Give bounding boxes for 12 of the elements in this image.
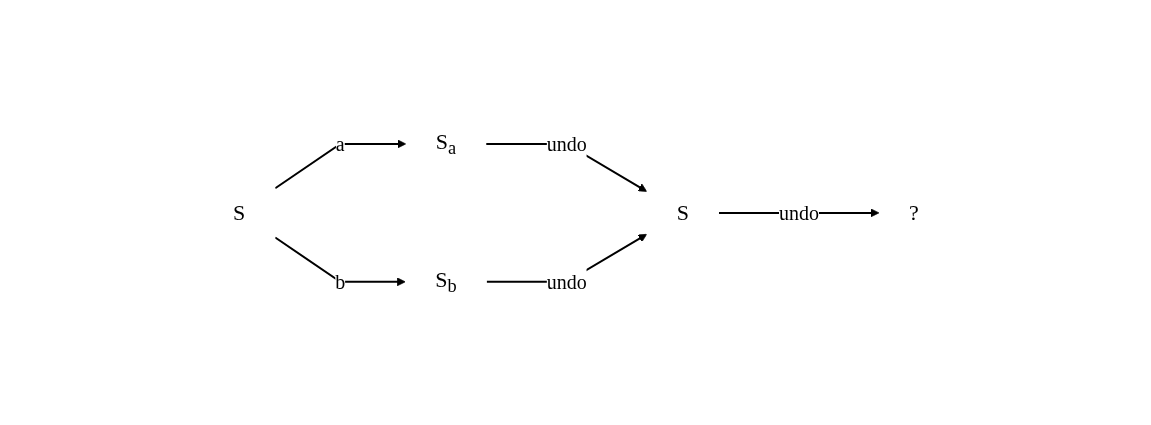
edge-label: a — [335, 132, 345, 155]
node-text: S$_{a}$ — [435, 128, 456, 159]
edge-label: undo — [546, 132, 587, 155]
edge-label: undo — [546, 270, 587, 293]
node-text: ? — [908, 200, 919, 225]
edge-label: b — [334, 270, 345, 293]
edge-label: undo — [778, 201, 819, 224]
arrow — [273, 139, 406, 189]
node-text: S — [676, 200, 689, 225]
arrow — [273, 236, 406, 286]
node-text: S$_{b}$ — [434, 266, 457, 296]
node-text: S — [232, 200, 245, 225]
